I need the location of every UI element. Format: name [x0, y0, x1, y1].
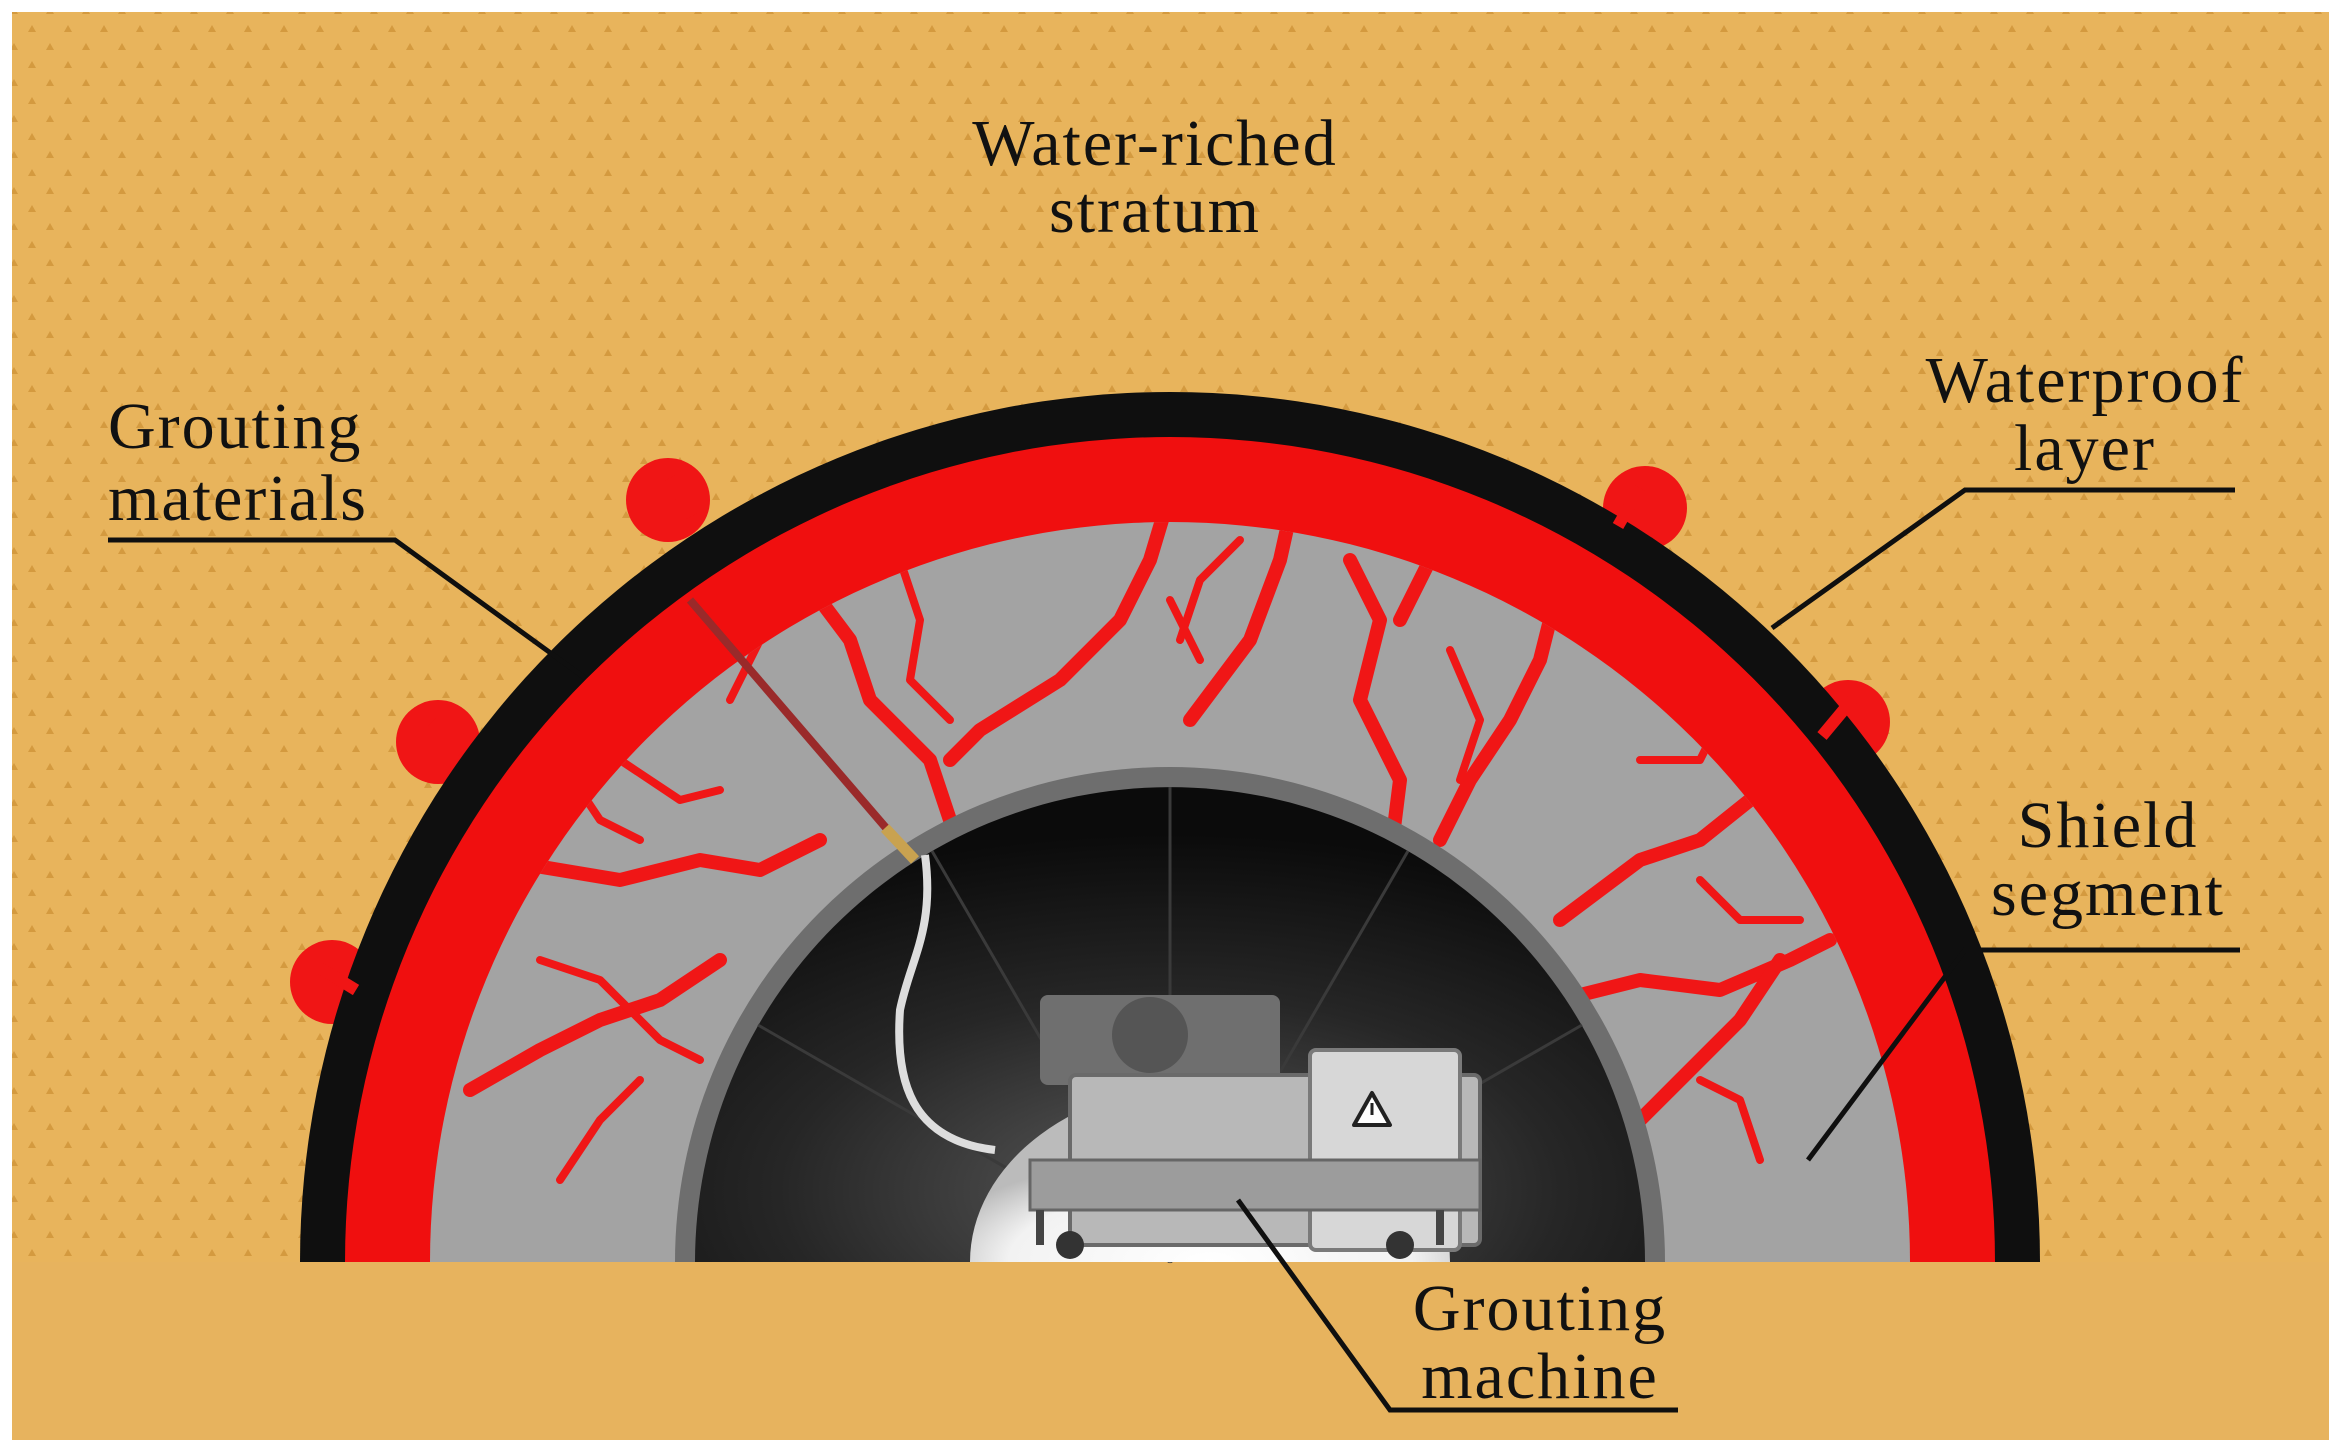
- machine-label-line2: machine: [1421, 1340, 1659, 1413]
- warning-triangle-icon: [1352, 1091, 1392, 1127]
- leader-waterproof: [1770, 487, 2235, 631]
- stratum-label-line1: Water-riched: [972, 107, 1337, 180]
- leader-grouting-materials: [108, 537, 587, 681]
- leader-shield: [1805, 947, 2240, 1162]
- shield-label-line2: segment: [1991, 857, 2225, 930]
- grouting-pipe: [686, 597, 909, 853]
- grouting-materials-label-line2: materials: [108, 462, 368, 535]
- grouting-materials-label-line1: Grouting: [108, 390, 362, 463]
- ground-floor: [12, 1262, 2329, 1440]
- leader-machine: [1235, 1198, 1678, 1413]
- grouting-machine: [1028, 995, 1482, 1259]
- shield-label-line1: Shield: [2018, 789, 2199, 862]
- waterproof-label-line2: layer: [2014, 412, 2156, 485]
- leader-lines: [108, 487, 2240, 1413]
- machine-label-line1: Grouting: [1413, 1272, 1667, 1345]
- waterproof-label-line1: Waterproof: [1926, 344, 2245, 417]
- grout-cracks: [463, 522, 1837, 1184]
- segment-joints: [316, 474, 1857, 996]
- stratum-label-line2: stratum: [1049, 174, 1261, 247]
- grouting-hose: [895, 854, 996, 1154]
- grouting-nozzle: [880, 824, 920, 864]
